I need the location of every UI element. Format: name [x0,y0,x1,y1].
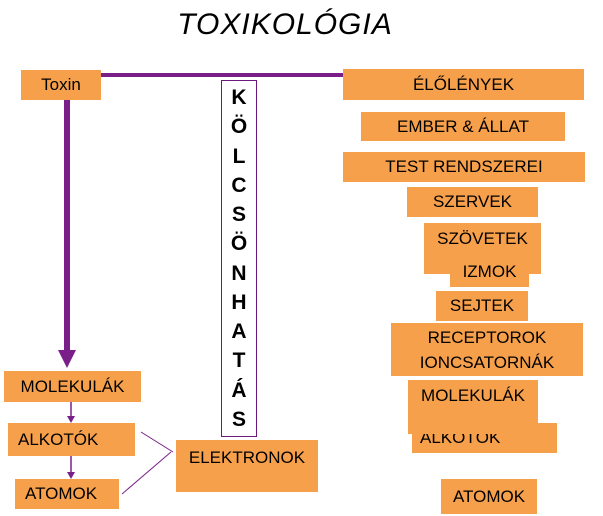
interaction-bar: K Ö L C S Ö N H A T Á S [221,80,257,437]
interaction-letter: C [231,173,247,197]
interaction-letter: L [232,144,246,168]
bracket-line-upper [140,431,174,453]
interaction-letter: A [231,320,247,344]
interaction-letter: S [231,407,246,431]
interaction-letter: Ö [230,115,248,139]
organs-box: SZERVEK [407,187,538,217]
body-systems-box: TEST RENDSZEREI [343,152,585,182]
interaction-letter: S [231,203,246,227]
ion-channels-box: IONCSATORNÁK [391,350,583,376]
toxin-box: Toxin [21,70,101,100]
human-animal-box: EMBER & ÁLLAT [361,112,565,141]
muscles-box: IZMOK [450,257,529,287]
right-molecules-box: MOLEKULÁK [408,380,538,434]
left-molecules-box: MOLEKULÁK [4,371,141,402]
left-atoms-box: ATOMOK [15,479,119,509]
interaction-letter: Ö [230,232,248,256]
interaction-letter: N [231,261,247,285]
left-components-box: ALKOTÓK [8,423,135,456]
right-atoms-box: ATOMOK [441,479,537,514]
electrons-box: ELEKTRONOK [176,440,318,492]
interaction-letter: Á [231,378,247,402]
toxin-down-arrow-head [58,350,76,368]
interaction-letter: K [231,86,247,109]
receptors-box: RECEPTOROK [391,323,583,353]
bracket-line-lower [121,451,172,495]
page-title: TOXIKOLÓGIA [177,8,393,41]
interaction-letter: H [231,290,247,314]
interaction-letter: T [232,349,246,373]
comp-atom-arrow-head [67,472,75,479]
mol-comp-arrow-head [67,416,75,423]
organisms-box: ÉLŐLÉNYEK [343,69,584,100]
cells-box: SEJTEK [436,291,528,321]
